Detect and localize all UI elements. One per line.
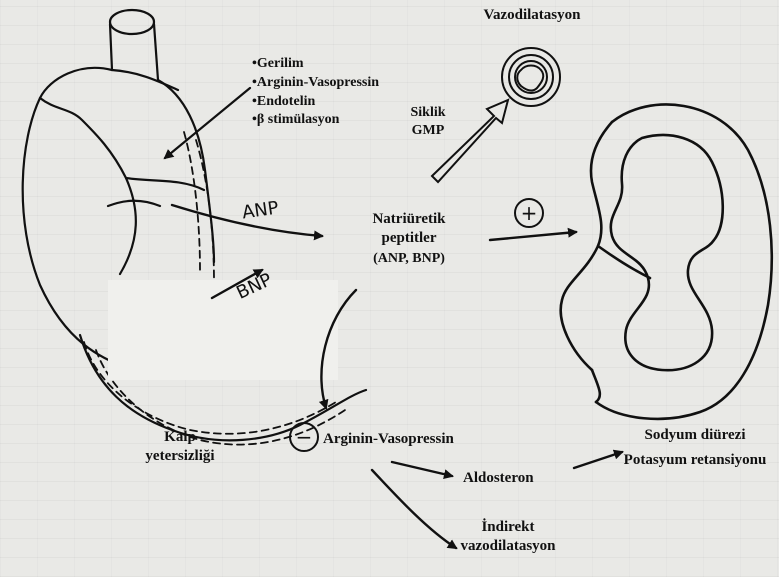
stimulus-item: •β stimülasyon xyxy=(252,111,379,130)
stimulus-item: •Arginin-Vasopressin xyxy=(252,74,379,93)
indirect-vasodilation-label: İndirekt vazodilatasyon xyxy=(438,518,578,556)
stimuli-list: •Gerilim •Arginin-Vasopressin •Endotelin… xyxy=(252,55,379,130)
stimulus-item: •Gerilim xyxy=(252,55,379,74)
stimulus-item: •Endotelin xyxy=(252,93,379,112)
heart-failure-label: Kalp yetersizliği xyxy=(130,428,230,466)
aldosterone-label: Aldosteron xyxy=(463,469,534,488)
kidney-arrow xyxy=(490,232,576,240)
kidney-effects-label: Sodyum diürezi Potasyum retansiyonu xyxy=(620,426,770,470)
cgmp-label: Siklik GMP xyxy=(398,104,458,139)
inhibition-minus-icon: − xyxy=(289,422,319,452)
kidney-illustration xyxy=(561,104,772,418)
stimulation-plus-icon: + xyxy=(514,198,544,228)
label-backdrop xyxy=(108,280,338,380)
sodium-arrow xyxy=(574,452,622,468)
vasopressin-label: Arginin-Vasopressin xyxy=(323,430,454,449)
artery-cross-section-icon xyxy=(502,48,560,106)
vasodilation-title: Vazodilatasyon xyxy=(462,6,602,25)
aldosterone-arrow xyxy=(392,462,452,476)
natriuretic-peptides-label: Natriüretik peptitler (ANP, BNP) xyxy=(344,210,474,267)
